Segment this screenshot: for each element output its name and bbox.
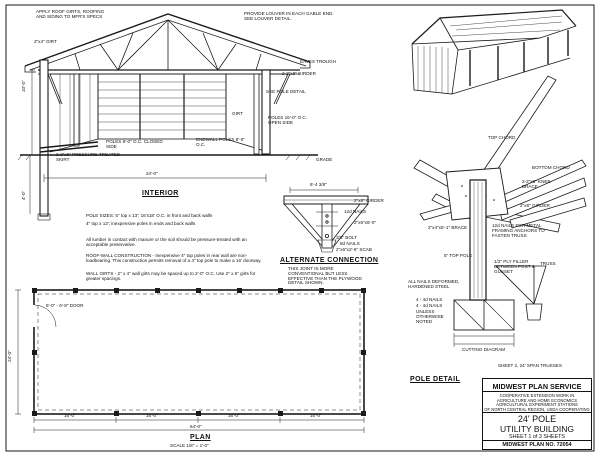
org-sub-3: AGRICULTURAL EXPERIMENT STATIONS [496, 402, 578, 407]
cross-section-drawing [17, 13, 318, 221]
plan-scale: SCALE 1/8" = 1'-0" [170, 443, 209, 448]
title-block: MIDWEST PLAN SERVICE COOPERATIVE EXTENSI… [482, 378, 592, 450]
unless-noted: UNLESS OTHERWISE NOTED [416, 309, 444, 324]
cutting-diagram-label: CUTTING DIAGRAM [462, 347, 506, 352]
interior-note-1: POLE SIZES: 5" top x 13'; 16'x18' O.C. i… [86, 213, 213, 218]
plan-width-dimension: 64'-0" [190, 424, 202, 429]
pole-detail-ref: SEE POLE DETAIL [266, 89, 306, 94]
plan-heading: PLAN [190, 434, 211, 441]
depth-dimension: 4'-0" [21, 190, 26, 200]
pole-detail-heading: POLE DETAIL [410, 376, 461, 383]
pole-girder-label: 2"x8" GIRDER [520, 203, 550, 208]
org-sub-4: OF NORTH CENTRAL REGION, USDA COOPERATIN… [484, 406, 590, 412]
top-chord-label: TOP CHORD [488, 135, 516, 140]
knee-brace-label: 2-2"x6" KNEE BRACE [522, 179, 551, 189]
nail-schedule-1: 4 - 4d NAILS [416, 297, 443, 302]
perspective-view-drawing [411, 9, 577, 95]
org-name: MIDWEST PLAN SERVICE [492, 382, 582, 391]
interior-note-3: All lumber in contact with manure or the… [86, 237, 247, 247]
plan-number: MIDWEST PLAN NO. 72054 [502, 441, 572, 448]
truss-label: TRUSS [540, 261, 556, 266]
alternate-connection-drawing [283, 187, 369, 253]
plan-title-line-2: UTILITY BUILDING [500, 424, 574, 434]
poles-closed-label: POLES 8'-0" O.C. CLOSED SIDE [106, 139, 163, 149]
louver-note: PROVIDE LOUVER IN EACH GABLE END. SEE LO… [244, 11, 334, 21]
pole-detail-drawing [413, 75, 587, 347]
alt-scab-label: 2"x6"x6'-0" [354, 220, 377, 225]
bay-dim-1: 16'-0" [64, 413, 76, 418]
alt-scab2-label: 2"x6"x2'-6" SCAB [336, 247, 372, 252]
interior-note-2: 4" top x 13'; inexpensive poles in ends … [86, 221, 196, 226]
metal-anchor-note: 12d NAILS FOR METAL FRAMING ANCHORS TO F… [492, 223, 545, 238]
door-label: 5'-0" - 6'-8" DOOR [46, 303, 84, 308]
eaves-label: EAVES TROUGH [300, 59, 337, 64]
height-dimension: 10'-0" [21, 80, 26, 92]
grade-label: GRADE [316, 157, 333, 162]
roof-note: APPLY ROOF GIRTS, ROOFING AND SIDING TO … [36, 9, 105, 19]
brace-label: 2"x4"x5'-1" BRACE [428, 225, 468, 230]
interior-heading: INTERIOR [142, 190, 179, 197]
sheet-count: SHEET 1 of 3 SHEETS [509, 434, 565, 440]
alt-dim-top: 6'-4 3/8" [310, 182, 327, 187]
alternate-heading: ALTERNATE CONNECTION [280, 257, 379, 264]
plan-depth-dimension: 24'-0" [7, 350, 12, 362]
org-sub-1: COOPERATIVE EXTENSION WORK IN [499, 393, 575, 398]
nail-schedule-2: 4 - 4d NAILS [416, 303, 443, 308]
interior-note-5: WALL GIRTS - 2" x 4" wall girts may be s… [86, 271, 256, 281]
girder-label: 2-2"x8" GIRDER [282, 71, 316, 76]
alt-nails2-label: 8d NAILS [340, 241, 360, 246]
floor-plan-drawing [15, 288, 366, 433]
bay-dim-3: 16'-0" [228, 413, 240, 418]
plan-title-line-1: 24' POLE [517, 414, 557, 424]
purlin-label: 2"x4" GIRT [34, 39, 57, 44]
alt-bolt-label: 3/8" BOLT [336, 235, 357, 240]
endwall-poles-label: ENDWALL POLES 8'-0" O.C. [196, 137, 245, 147]
girt-label: GIRT [232, 111, 243, 116]
bottom-chord-label: BOTTOM CHORD [532, 165, 570, 170]
skirt-label: 2-2"x6" PRESSURE-TREATED SKIRT [56, 152, 120, 162]
bay-dim-2: 16'-0" [146, 413, 158, 418]
nails-deformed-note: ALL NAILS DEFORMED, HARDENED STEEL [408, 279, 460, 289]
ply-filler-label: 1/2" PLY FILLER BETWEEN POST & GUSSET [494, 259, 535, 274]
interior-note-4: ROOF-WALL CONSTRUCTION - Inexpensive 4" … [86, 253, 262, 263]
top-pole-label: 5" TOP POLE [444, 253, 473, 258]
span-dimension: 24'-0" [146, 171, 158, 176]
org-sub-2: AGRICULTURE AND HOME ECONOMICS [496, 397, 578, 403]
alt-girder-label: 2"x8" GIRDER [354, 198, 384, 203]
sheet-ref: SHEET 2, 24' SPAN TRUSSES [498, 363, 562, 368]
alternate-note: THIS JOINT IS MORE CONVENTIONAL BUT LESS… [288, 266, 362, 286]
bay-dim-4: 16'-0" [310, 413, 322, 418]
alt-nails-label: 12d NAILS [344, 209, 367, 214]
poles-open-label: POLES 16'-0" O.C. OPEN SIDE [268, 115, 308, 125]
